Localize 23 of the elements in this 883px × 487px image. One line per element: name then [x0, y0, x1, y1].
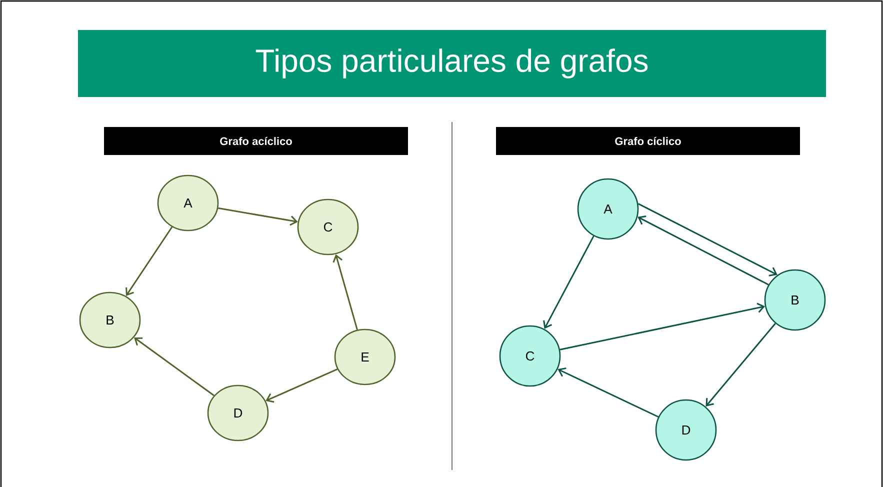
circle-node: C	[297, 198, 359, 256]
arrow	[543, 236, 594, 329]
circle-node: C	[499, 325, 561, 387]
arrow	[266, 368, 338, 403]
arrow	[560, 302, 766, 350]
circle-node: D	[207, 384, 269, 442]
arrow	[218, 207, 298, 226]
circle-node: E	[334, 328, 396, 386]
circle-node: A	[157, 174, 219, 232]
arrow	[558, 367, 659, 418]
circle-node: B	[79, 292, 141, 348]
arrow	[638, 216, 769, 286]
arrow	[332, 254, 358, 330]
header-bar: Grafo acíclico	[104, 127, 408, 155]
circle-node: B	[764, 269, 826, 331]
title-banner: Tipos particulares de grafos	[78, 30, 826, 97]
arrow	[706, 323, 776, 407]
arrow	[638, 203, 778, 276]
header-bar: Grafo cíclico	[496, 127, 800, 155]
arrow	[126, 226, 173, 296]
arrow	[134, 337, 214, 396]
circle-node: A	[577, 178, 639, 240]
circle-node: D	[655, 399, 717, 461]
